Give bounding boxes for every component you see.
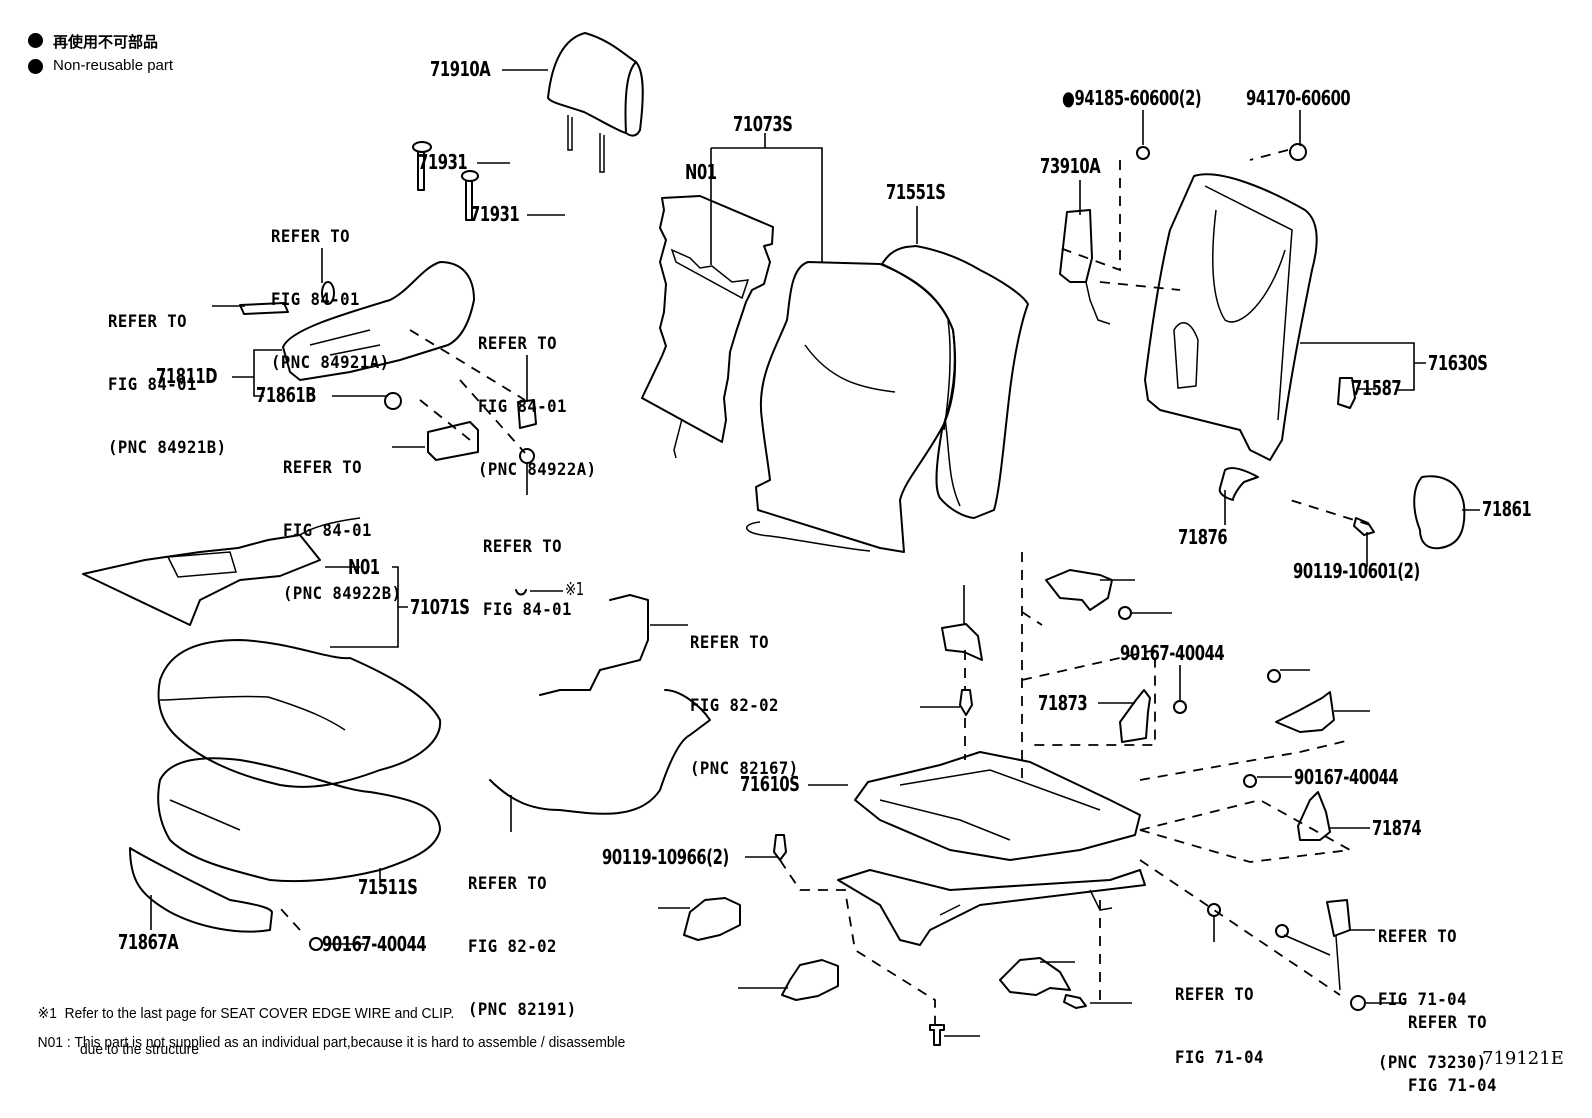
- switch-84922a-drawing[interactable]: [517, 399, 537, 429]
- belt-washer-drawing[interactable]: [1207, 903, 1221, 917]
- bolt-adjuster-drawing[interactable]: [773, 834, 787, 861]
- reference-belt-washer[interactable]: REFER TO FIG 71-04: [1175, 985, 1264, 1068]
- bolt-72137k-drawing[interactable]: [1063, 994, 1087, 1009]
- part-label-71931[interactable]: 71931: [418, 150, 468, 174]
- recliner-cover-drawing[interactable]: [1413, 475, 1466, 550]
- seatback-cover-drawing[interactable]: [746, 261, 957, 553]
- headrest-drawing[interactable]: [547, 32, 644, 173]
- part-label-71511s[interactable]: 71511S: [358, 875, 418, 899]
- part-label-90167-40044-front[interactable]: 90167-40044: [322, 932, 427, 956]
- headrest-guide-drawing[interactable]: [412, 141, 479, 221]
- part-label-n01-back[interactable]: N01: [685, 160, 717, 184]
- edge-wire-clip-drawing[interactable]: [515, 589, 527, 596]
- reference-belt-nut[interactable]: REFER TO FIG 71-04: [1408, 1013, 1497, 1096]
- hook-71537d-drawing[interactable]: [1275, 691, 1335, 733]
- part-label-94185-60600[interactable]: ●94185-60600(2): [1062, 86, 1202, 110]
- nut-drawing[interactable]: [1289, 143, 1307, 161]
- reference-84921a[interactable]: REFER TO FIG 84-01 (PNC 84921A): [271, 227, 390, 373]
- cushion-cover-drawing[interactable]: [157, 639, 442, 788]
- footnote-mark: ※1: [37, 1005, 57, 1022]
- knob-drawing[interactable]: [384, 392, 402, 410]
- reference-84921b[interactable]: REFER TO FIG 84-01 (PNC 84921B): [108, 312, 227, 458]
- cushion-pad-drawing[interactable]: [157, 757, 441, 883]
- non-reusable-bullet-icon: [28, 59, 43, 74]
- part-label-73910a[interactable]: 73910A: [1040, 154, 1101, 178]
- figure-number: 719121E: [1482, 1048, 1564, 1069]
- screw-71874-drawing[interactable]: [1243, 774, 1257, 788]
- leader-lines: [150, 69, 1480, 1037]
- bolt-71848a-drawing[interactable]: [929, 1024, 945, 1046]
- wire-harness-82167-drawing[interactable]: [539, 594, 649, 696]
- part-label-71931-b[interactable]: 71931: [470, 202, 520, 226]
- footnote-text: This part is not supplied as an individu…: [74, 1034, 626, 1051]
- cover-72123a-drawing[interactable]: [683, 897, 741, 941]
- footnote-n01-continued: due to the structure: [80, 1041, 199, 1058]
- part-label-90167-40044-873[interactable]: 90167-40044: [1120, 641, 1225, 665]
- screw-71537c-drawing[interactable]: [1118, 606, 1132, 620]
- cover-71876-drawing[interactable]: [1218, 467, 1259, 501]
- cushion-pad-n01-drawing[interactable]: [82, 517, 361, 626]
- screw-front-drawing[interactable]: [309, 937, 323, 951]
- part-label-71071s[interactable]: 71071S: [410, 595, 470, 619]
- edge-wire-note-mark: ※1: [565, 579, 584, 600]
- wire-harness-82191-drawing[interactable]: [489, 689, 711, 815]
- part-label-71867a[interactable]: 71867A: [118, 930, 179, 954]
- part-label-71874[interactable]: 71874: [1372, 816, 1422, 840]
- part-label-71873[interactable]: 71873: [1038, 691, 1088, 715]
- footnote-text: Refer to the last page for SEAT COVER ED…: [64, 1005, 455, 1022]
- non-reusable-bullet-icon: [28, 33, 43, 48]
- reference-switch-screw[interactable]: REFER TO FIG 84-01: [483, 537, 572, 620]
- lumbar-part-drawing[interactable]: [1337, 377, 1356, 409]
- cover-72137j-drawing[interactable]: [941, 623, 983, 661]
- reference-84922b[interactable]: REFER TO FIG 84-01 (PNC 84922B): [283, 458, 402, 604]
- part-label-71587[interactable]: 71587: [1352, 376, 1402, 400]
- bolt-72137j-drawing[interactable]: [959, 689, 973, 716]
- legend-japanese-text: 再使用不可部品: [53, 34, 159, 51]
- screw-71537d-drawing[interactable]: [1267, 669, 1281, 683]
- footnote-n01: N01 : This part is not supplied as an in…: [30, 1017, 626, 1051]
- reference-84922a[interactable]: REFER TO FIG 84-01 (PNC 84922A): [478, 334, 597, 480]
- footnote-mark: N01 :: [37, 1034, 71, 1051]
- part-label-90119-10966-2[interactable]: 90119-10966(2): [602, 845, 729, 869]
- hook-71874-drawing[interactable]: [1297, 791, 1331, 841]
- hook-71873-drawing[interactable]: [1119, 689, 1151, 743]
- seatback-pad-n01-drawing[interactable]: [641, 195, 774, 459]
- side-shield-drawing[interactable]: [239, 261, 475, 381]
- side-airbag-drawing[interactable]: [1059, 209, 1111, 325]
- footnote-edge-wire: ※1 Refer to the last page for SEAT COVER…: [30, 987, 455, 1022]
- part-label-94170-60600[interactable]: 94170-60600: [1246, 86, 1351, 110]
- reference-82191[interactable]: REFER TO FIG 82-02 (PNC 82191): [468, 874, 577, 1020]
- cover-72137k-drawing[interactable]: [999, 957, 1071, 996]
- legend-english-text: Non-reusable part: [53, 57, 174, 74]
- seat-belt-buckle-drawing[interactable]: [1275, 899, 1351, 991]
- cover-72127a-drawing[interactable]: [781, 959, 839, 1001]
- reference-73230[interactable]: REFER TO FIG 71-04 (PNC 73230): [1378, 927, 1487, 1073]
- part-label-90167-40044-874[interactable]: 90167-40044: [1294, 765, 1399, 789]
- cushion-front-cover-drawing[interactable]: [129, 847, 273, 933]
- back-frame-drawing[interactable]: [1144, 173, 1318, 461]
- switch-84922b-drawing[interactable]: [427, 421, 479, 461]
- part-label-71811d[interactable]: 71811D: [156, 364, 218, 388]
- part-label-71073s[interactable]: 71073S: [733, 112, 793, 136]
- part-label-71551s[interactable]: 71551S: [886, 180, 946, 204]
- part-label-71910a[interactable]: 71910A: [430, 57, 491, 81]
- assembly-lines: [279, 149, 1371, 1025]
- part-label-71861b[interactable]: 71861B: [256, 383, 317, 407]
- part-label-71610s[interactable]: 71610S: [740, 772, 800, 796]
- seatback-pad-drawing[interactable]: [881, 245, 1029, 519]
- bolt-back-frame-drawing[interactable]: [1353, 517, 1375, 536]
- reference-82167[interactable]: REFER TO FIG 82-02 (PNC 82167): [690, 633, 799, 779]
- part-label-71876[interactable]: 71876: [1178, 525, 1228, 549]
- hook-71537c-drawing[interactable]: [1045, 569, 1113, 611]
- part-label-90119-10601[interactable]: 90119-10601(2): [1293, 559, 1420, 583]
- part-label-71630s[interactable]: 71630S: [1428, 351, 1488, 375]
- nut-nonreusable-drawing[interactable]: [1136, 146, 1150, 160]
- belt-nut-drawing[interactable]: [1350, 995, 1366, 1011]
- seat-adjuster-drawing[interactable]: [837, 751, 1146, 946]
- screw-71873-drawing[interactable]: [1173, 700, 1187, 714]
- part-label-71861[interactable]: 71861: [1482, 497, 1532, 521]
- part-label-n01-cushion[interactable]: N01: [348, 555, 380, 579]
